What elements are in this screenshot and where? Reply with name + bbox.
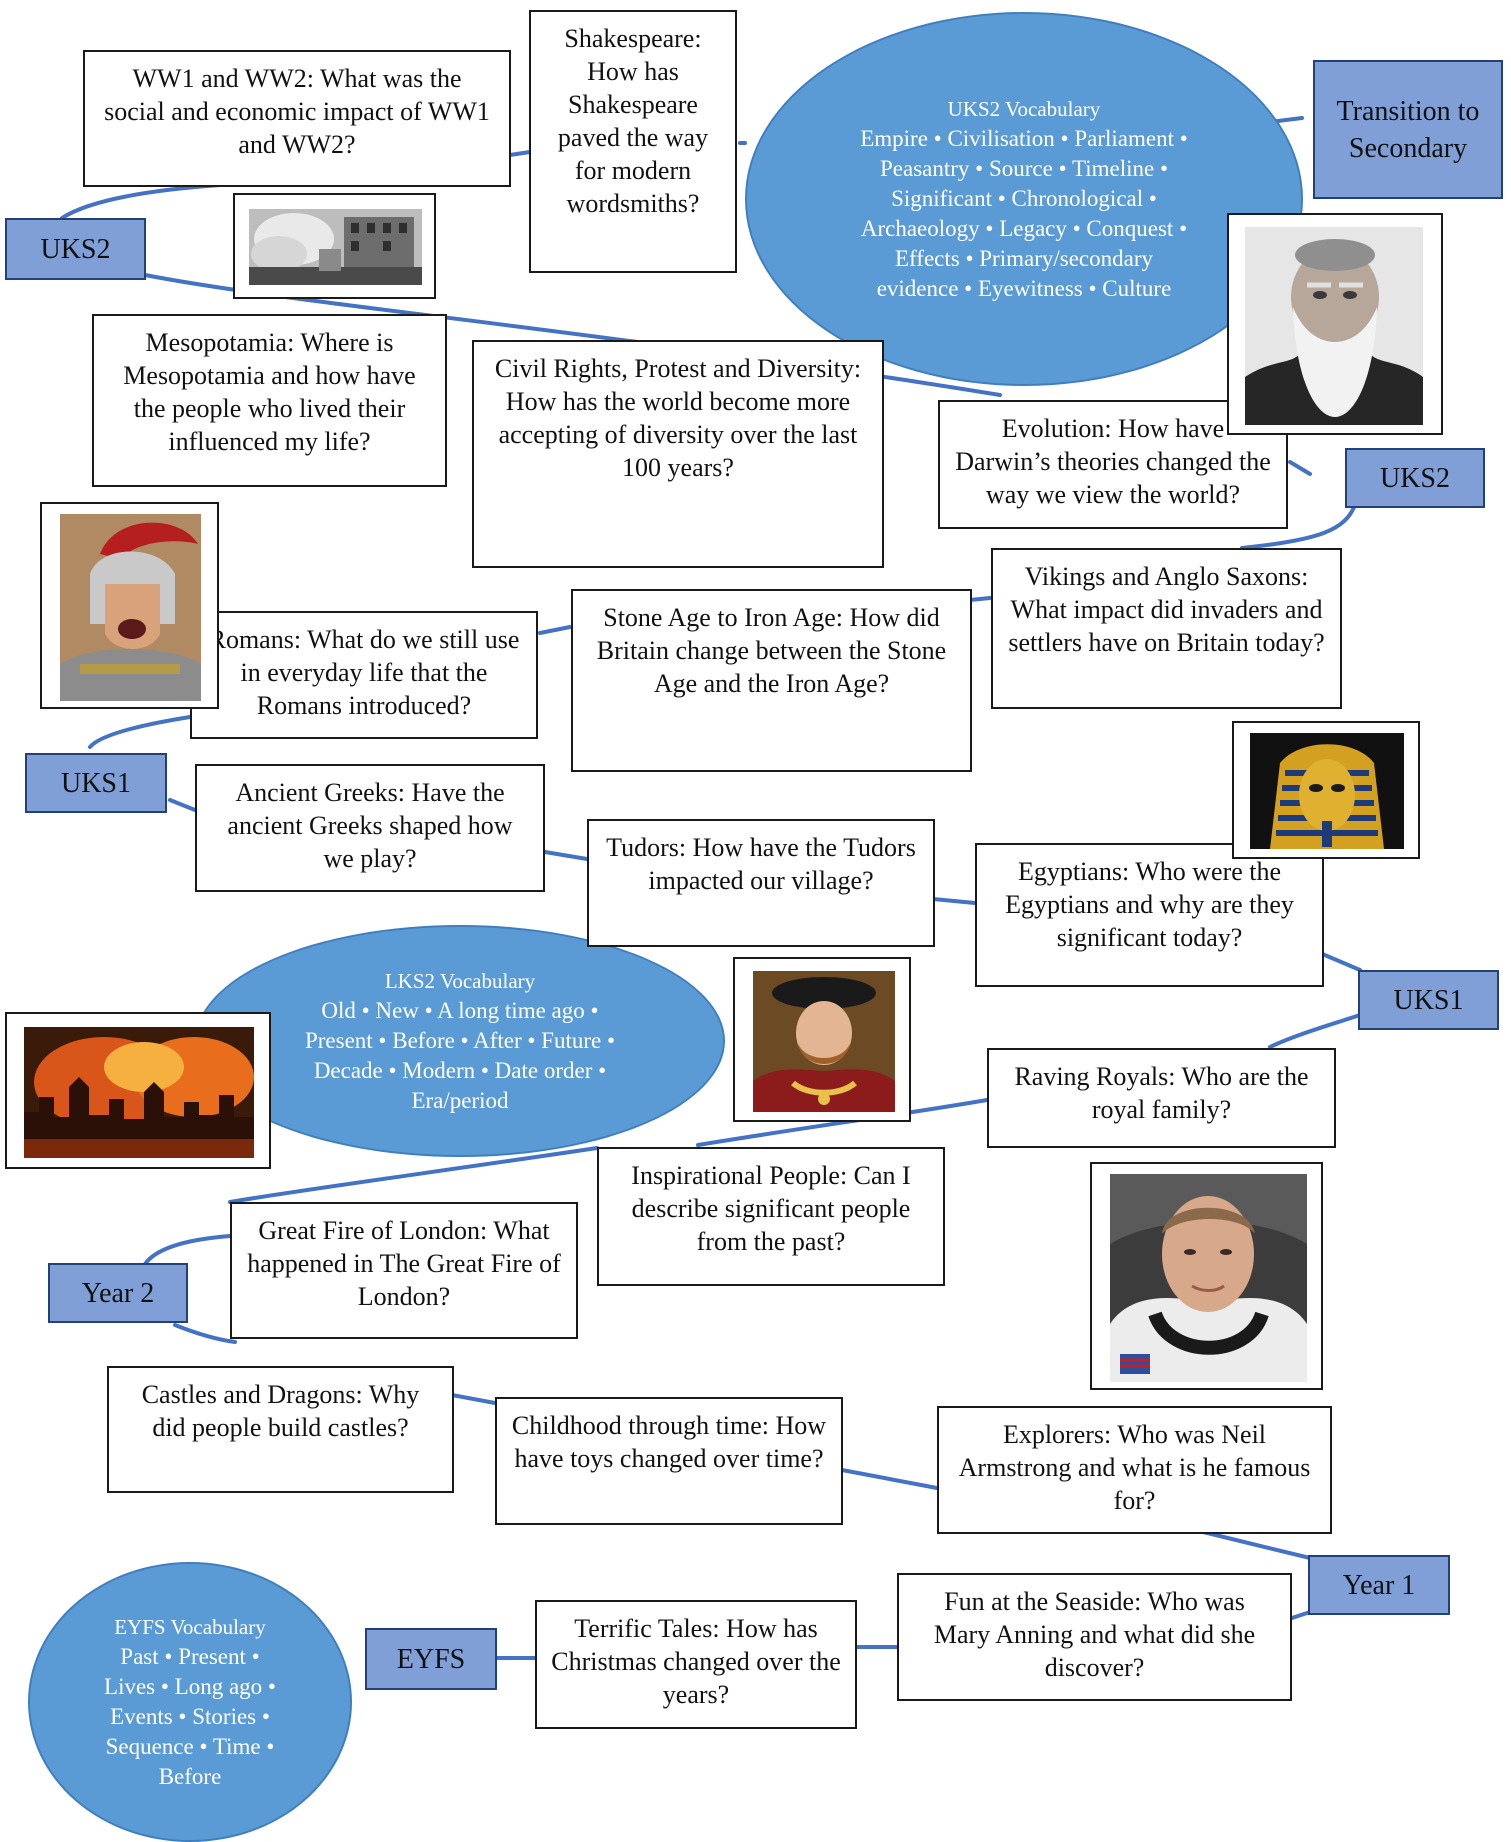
vocab-line: Archaeology • Legacy • Conquest •: [860, 216, 1188, 241]
path-segment: [1240, 503, 1357, 550]
label-uks1-right: UKS1: [1358, 970, 1499, 1030]
topic-castles-and-dragons: Castles and Dragons: Why did people buil…: [107, 1366, 454, 1493]
vocab-line: Before: [158, 1764, 222, 1789]
topic-mesopotamia: Mesopotamia: Where is Mesopotamia and ho…: [92, 314, 447, 487]
darwin-image: [1245, 227, 1423, 425]
great-fire-image: [24, 1027, 254, 1158]
topic-fun-at-the-seaside: Fun at the Seaside: Who was Mary Anning …: [897, 1573, 1292, 1701]
path-segment: [543, 850, 589, 861]
path-segment: [173, 1323, 237, 1344]
path-segment: [1318, 951, 1362, 972]
topic-great-fire-of-london: Great Fire of London: What happened in T…: [230, 1202, 578, 1339]
vocab-line: Effects • Primary/secondary: [895, 246, 1153, 271]
topic-inspirational-people: Inspirational People: Can I describe sig…: [597, 1147, 945, 1286]
vocab-title: EYFS Vocabulary: [114, 1615, 266, 1639]
path-segment: [143, 1234, 232, 1266]
topic-stone-age: Stone Age to Iron Age: How did Britain c…: [571, 589, 972, 772]
henry-viii-portrait: [733, 957, 911, 1122]
henry-viii-image: [753, 971, 895, 1112]
vocab-line: Past • Present •: [120, 1644, 260, 1669]
path-segment: [1268, 1013, 1362, 1049]
vocab-line: Events • Stories •: [110, 1704, 270, 1729]
tutankhamun-mask-image: [1250, 733, 1404, 849]
neil-armstrong-image: [1110, 1174, 1307, 1382]
path-segment: [1288, 460, 1312, 476]
topic-romans: Romans: What do we still use in everyday…: [190, 611, 538, 739]
path-segment: [931, 897, 977, 905]
vocab-line: Old • New • A long time ago •: [321, 998, 599, 1023]
topic-ww1-ww2: WW1 and WW2: What was the social and eco…: [83, 50, 511, 187]
label-transition-to-secondary: Transition to Secondary: [1313, 60, 1503, 199]
path-segment: [60, 183, 222, 220]
vocab-line: evidence • Eyewitness • Culture: [876, 276, 1172, 301]
darwin-portrait: [1227, 213, 1443, 435]
topic-terrific-tales: Terrific Tales: How has Christmas change…: [535, 1600, 857, 1729]
path-segment: [1193, 1528, 1312, 1560]
path-segment: [538, 625, 572, 635]
vocab-line: Lives • Long ago •: [104, 1674, 276, 1699]
great-fire-painting: [5, 1012, 271, 1169]
vocab-line: Empire • Civilisation • Parliament •: [860, 126, 1188, 151]
path-segment: [168, 798, 197, 812]
tutankhamun-mask-photo: [1232, 721, 1420, 859]
topic-raving-royals: Raving Royals: Who are the royal family?: [987, 1048, 1336, 1148]
label-uks2-left: UKS2: [5, 218, 146, 280]
uks2-vocabulary-bubble: UKS2 Vocabulary Empire • Civilisation • …: [745, 12, 1303, 386]
path-segment: [1290, 1610, 1312, 1620]
neil-armstrong-portrait: [1090, 1162, 1323, 1390]
topic-explorers: Explorers: Who was Neil Armstrong and wh…: [937, 1406, 1332, 1534]
vocab-line: Sequence • Time •: [105, 1734, 275, 1759]
label-uks2-right: UKS2: [1345, 448, 1485, 508]
war-ruins-image: [249, 209, 422, 285]
label-uks1-left: UKS1: [25, 753, 167, 813]
eyfs-vocabulary-bubble: EYFS Vocabulary Past • Present • Lives •…: [28, 1562, 352, 1842]
path-segment: [968, 596, 992, 602]
lks2-vocabulary-bubble: LKS2 Vocabulary Old • New • A long time …: [195, 925, 725, 1157]
label-eyfs: EYFS: [365, 1628, 497, 1690]
vocab-line: Decade • Modern • Date order •: [313, 1058, 607, 1083]
roman-soldier-image: [60, 514, 201, 701]
path-segment: [88, 715, 192, 749]
vocab-line: Peasantry • Source • Timeline •: [880, 156, 1168, 181]
topic-shakespeare: Shakespeare: How has Shakespeare paved t…: [529, 10, 737, 273]
topic-vikings: Vikings and Anglo Saxons: What impact di…: [991, 548, 1342, 709]
path-segment: [508, 150, 532, 157]
war-ruins-photo: [233, 193, 436, 299]
vocab-line: Present • Before • After • Future •: [304, 1028, 616, 1053]
topic-ancient-greeks: Ancient Greeks: Have the ancient Greeks …: [195, 764, 545, 892]
roman-soldier-photo: [40, 502, 219, 709]
topic-childhood-through-time: Childhood through time: How have toys ch…: [495, 1397, 843, 1525]
vocab-line: Significant • Chronological •: [891, 186, 1157, 211]
label-year-1: Year 1: [1308, 1555, 1450, 1615]
path-segment: [228, 1146, 599, 1204]
topic-civil-rights: Civil Rights, Protest and Diversity: How…: [472, 340, 884, 568]
label-year-2: Year 2: [48, 1263, 188, 1323]
path-segment: [840, 1468, 939, 1490]
path-segment: [450, 1393, 497, 1405]
topic-tudors: Tudors: How have the Tudors impacted our…: [587, 819, 935, 947]
vocab-title: LKS2 Vocabulary: [384, 969, 536, 993]
vocab-title: UKS2 Vocabulary: [947, 97, 1101, 121]
vocab-line: Era/period: [411, 1088, 509, 1113]
topic-egyptians: Egyptians: Who were the Egyptians and wh…: [975, 843, 1324, 987]
